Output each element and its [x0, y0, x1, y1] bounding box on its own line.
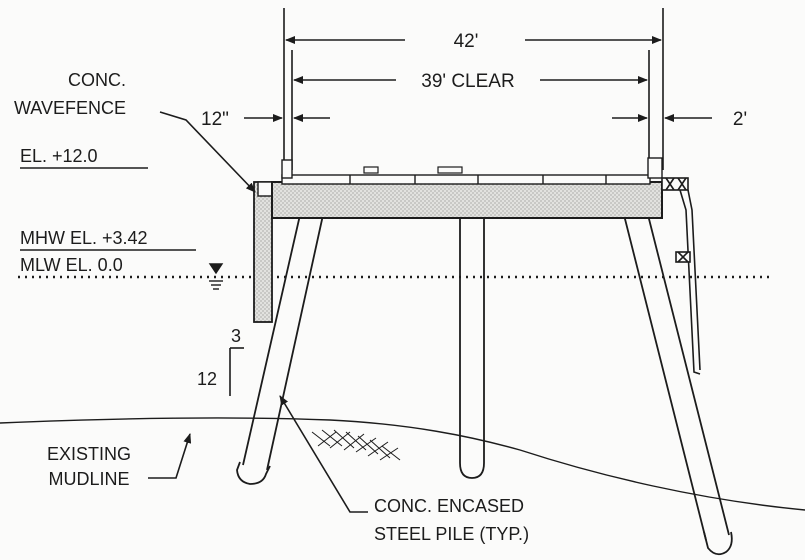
pile-label-line1: CONC. ENCASED — [374, 496, 524, 516]
left-batter-pile — [236, 214, 324, 485]
pile-leader — [279, 395, 368, 513]
mhw-label: MHW EL. +3.42 — [20, 228, 148, 248]
fender-system — [661, 177, 701, 375]
wavefence-label-line1: CONC. — [68, 70, 126, 90]
left-offset-label: 12" — [201, 109, 229, 130]
deck-elevation-label: EL. +12.0 — [20, 146, 98, 166]
right-batter-pile — [623, 214, 733, 556]
mudline-label-line2: MUDLINE — [48, 469, 129, 489]
mudline-label-line1: EXISTING — [47, 444, 131, 464]
right-offset-label: 2' — [733, 109, 747, 130]
wavefence-leader — [159, 111, 256, 193]
existing-mudline — [0, 417, 805, 511]
water-level-symbol — [208, 263, 224, 290]
extension-lines — [283, 8, 664, 170]
batter-slope-symbol — [229, 347, 244, 396]
wavefence-label-line2: WAVEFENCE — [14, 98, 126, 118]
pile-label-line2: STEEL PILE (TYP.) — [374, 524, 529, 544]
batter-rise-label: 3 — [231, 326, 241, 346]
center-pile — [459, 215, 485, 479]
mudline-hatch — [311, 429, 401, 461]
pier-deck — [271, 157, 663, 219]
mudline-leader — [148, 433, 192, 479]
overall-dimension-label: 42' — [454, 31, 479, 52]
batter-run-label: 12 — [197, 369, 217, 389]
mlw-label: MLW EL. 0.0 — [20, 255, 123, 275]
clear-dimension-label: 39' CLEAR — [421, 71, 514, 92]
